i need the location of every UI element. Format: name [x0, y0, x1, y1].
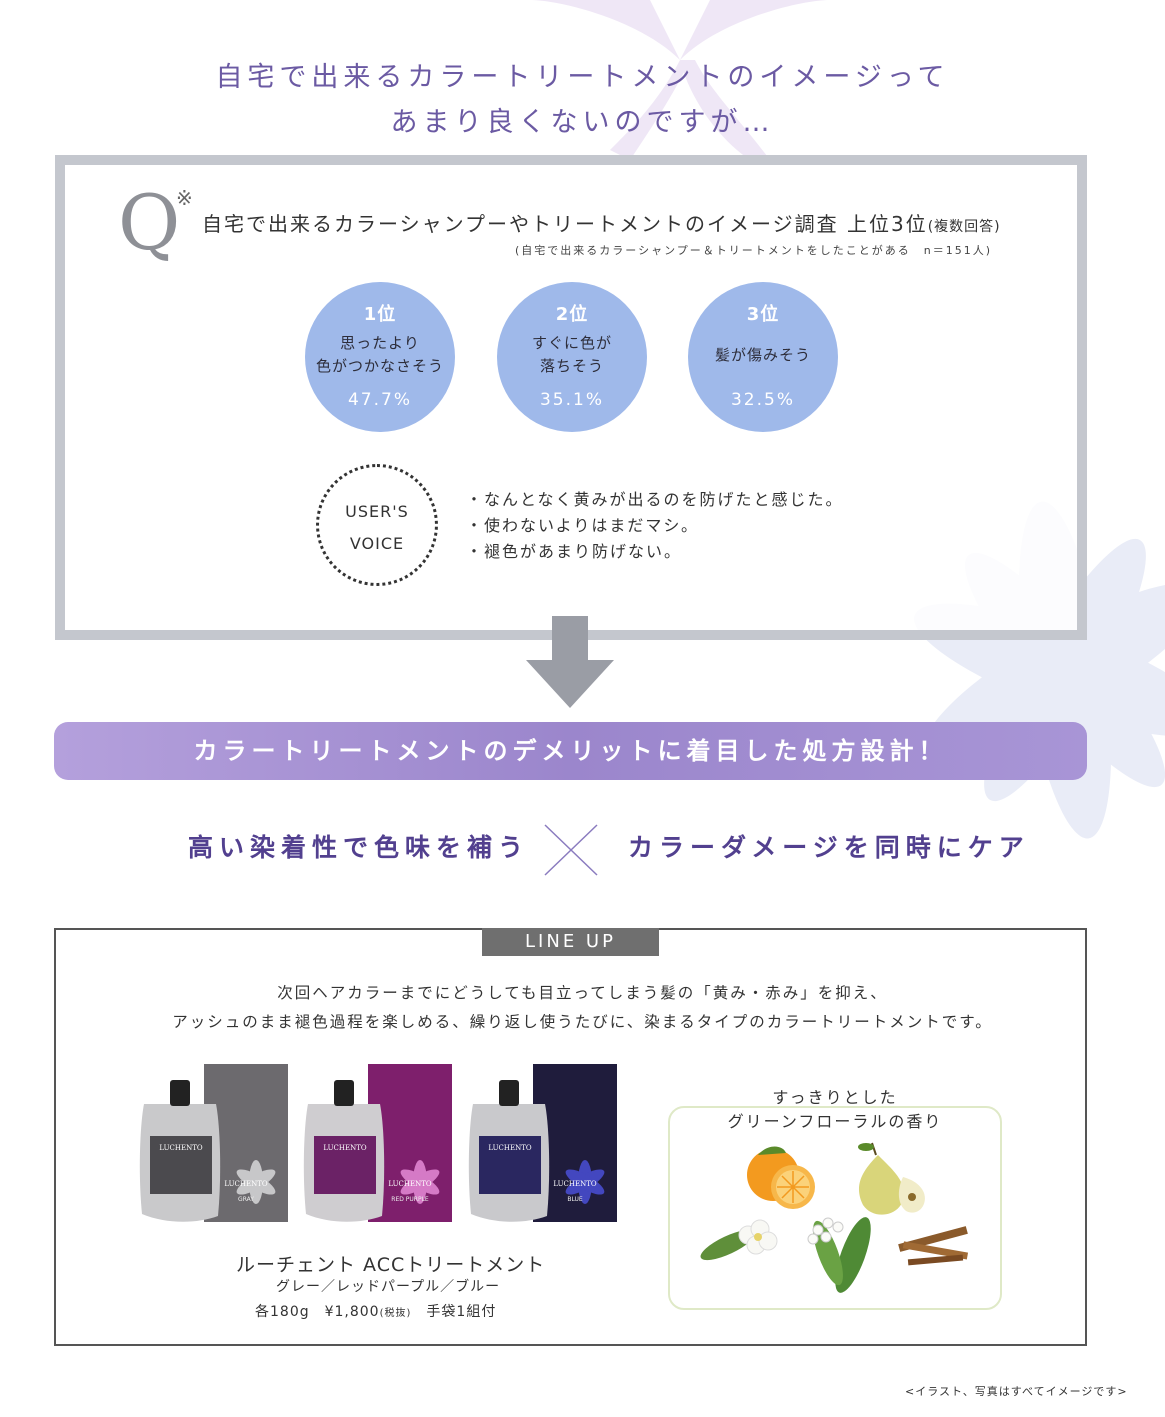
users-voice-label-2: VOICE [349, 534, 405, 553]
survey-title: 自宅で出来るカラーシャンプーやトリートメントのイメージ調査 上位3位(複数回答) [202, 208, 1001, 237]
product-brand-label: LUCHENTO [388, 1180, 432, 1188]
lily-illustration [807, 1217, 871, 1293]
feature-left: 高い染着性で色味を補う [188, 833, 530, 862]
rank-3-circle: 3位 髪が傷みそう 32.5% [688, 282, 838, 432]
product-price-tax: (税抜) [379, 1308, 412, 1319]
survey-note: (自宅で出来るカラーシャンプー＆トリートメントをしたことがある n＝151人) [515, 244, 992, 257]
product-colors: グレー／レッドパープル／ブルー [276, 1279, 501, 1295]
header-line-1: 自宅で出来るカラートリートメントのイメージって [215, 62, 950, 93]
product-color-label: BLUE [567, 1196, 583, 1203]
product-package: LUCHENTO LUCHENTO BLUE [468, 1064, 617, 1222]
rank-1-desc-line2: 色がつかなさそう [315, 357, 444, 375]
rank-2-percent: 35.1% [539, 390, 604, 410]
rank-3-place: 3位 [746, 304, 780, 325]
flower-decoration-top [530, 0, 830, 160]
product-price-extra: 手袋1組付 [426, 1304, 497, 1320]
rank-2-desc-line1: すぐに色が [531, 334, 612, 352]
header-line-2: あまり良くないのですが… [390, 107, 775, 138]
users-voice-item: ・使わないよりはまだマシ。 [466, 516, 700, 535]
down-arrow-icon [526, 616, 614, 708]
scent-title-line2: グリーンフローラルの香り [727, 1112, 943, 1131]
scent-title-line1: すっきりとした [772, 1088, 898, 1107]
rank-3-percent: 32.5% [730, 390, 795, 410]
product-color-label: RED PURPLE [391, 1196, 429, 1203]
rank-3-desc-line1: 髪が傷みそう [714, 346, 811, 364]
orange-illustration [747, 1146, 815, 1209]
footnote: <イラスト、写真はすべてイメージです> [905, 1385, 1128, 1398]
users-voice-label-1: USER'S [345, 502, 409, 521]
product-name: ルーチェント ACCトリートメント [236, 1254, 546, 1276]
product-price-main: 各180g ¥1,800 [255, 1304, 380, 1320]
product-package: LUCHENTO LUCHENTO GRAY [139, 1064, 288, 1222]
lineup-description-line2: アッシュのまま褪色過程を楽しめる、繰り返し使うたびに、染まるタイプのカラートリー… [172, 1013, 993, 1031]
survey-title-suffix: (複数回答) [927, 219, 1001, 235]
rank-2-circle: 2位 すぐに色が 落ちそう 35.1% [497, 282, 647, 432]
survey-title-text: 自宅で出来るカラーシャンプーやトリートメントのイメージ調査 上位3位 [202, 212, 928, 236]
users-voice-item: ・なんとなく黄みが出るのを防げたと感じた。 [466, 490, 844, 509]
pear-illustration [858, 1142, 925, 1215]
lineup-tag: LINE UP [482, 928, 659, 956]
rank-1-circle: 1位 思ったより 色がつかなさそう 47.7% [305, 282, 455, 432]
cross-icon [544, 824, 598, 876]
users-voice-badge: USER'S VOICE [316, 464, 438, 586]
feature-right: カラーダメージを同時にケア [628, 833, 1030, 862]
users-voice-item: ・褪色があまり防げない。 [466, 542, 683, 561]
jasmine-illustration [700, 1219, 778, 1261]
product-brand-label: LUCHENTO [553, 1180, 597, 1188]
lineup-description-line1: 次回ヘアカラーまでにどうしても目立ってしまう髪の「黄み・赤み」を抑え、 [277, 984, 888, 1002]
product-brand-label: LUCHENTO [323, 1144, 367, 1152]
product-brand-label: LUCHENTO [488, 1144, 532, 1152]
formula-banner: カラートリートメントのデメリットに着目した処方設計！ [54, 722, 1087, 780]
wood-illustration [898, 1226, 969, 1266]
product-brand-label: LUCHENTO [224, 1180, 268, 1188]
rank-1-desc-line1: 思ったより [340, 334, 420, 352]
q-note-mark: ※ [176, 186, 193, 210]
q-letter: Q [118, 178, 181, 267]
product-package: LUCHENTO LUCHENTO RED PURPLE [303, 1064, 452, 1222]
rank-2-desc-line2: 落ちそう [539, 357, 604, 375]
users-voice-list: ・なんとなく黄みが出るのを防げたと感じた。 ・使わないよりはまだマシ。 ・褪色が… [466, 487, 844, 565]
rank-1-percent: 47.7% [347, 390, 412, 410]
product-price: 各180g ¥1,800(税抜) 手袋1組付 [255, 1301, 496, 1321]
product-brand-label: LUCHENTO [159, 1144, 203, 1152]
product-color-label: GRAY [238, 1196, 254, 1203]
rank-2-place: 2位 [555, 304, 589, 325]
scent-illustration [700, 1142, 969, 1293]
rank-1-place: 1位 [363, 304, 397, 325]
